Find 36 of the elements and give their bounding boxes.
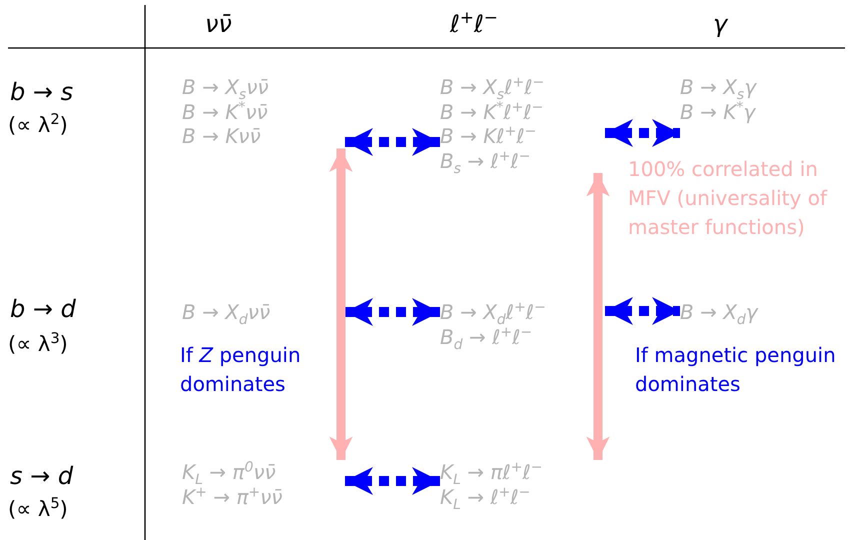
decay-formula: B → K$^{*}$ℓ$^{+}$ℓ$^{−}$ [440,100,544,124]
double-arrow [586,173,610,460]
decay-formula: K$_{L}$ → π$^{0}$νν̄ [182,460,277,484]
decay-formula: B → X$_{d}$νν̄ [182,300,272,324]
double-arrow [605,119,680,147]
decay-formula: K$_{L}$ → πℓ$^{+}$ℓ$^{−}$ [440,460,544,484]
decay-formula: B → K$^{*}$γ [680,100,757,124]
double-arrow [345,298,440,326]
double-arrow [345,467,440,495]
row-header: b → d [10,295,76,323]
decay-formula: B → Kℓ$^{+}$ℓ$^{−}$ [440,124,538,148]
decay-formula: B → X$_{s}$ℓ$^{+}$ℓ$^{−}$ [440,75,546,100]
double-arrow [605,297,680,325]
decay-formula: B → X$_{d}$ℓ$^{+}$ℓ$^{−}$ [440,300,547,324]
decay-formula: B$_{s}$ → ℓ$^{+}$ℓ$^{−}$ [440,148,532,173]
row-header: s → d [10,462,74,490]
column-header: ℓ$^{+}$ℓ$^{−}$ [450,10,498,38]
annotation-note: If Z penguin dominates [180,342,302,398]
decay-formula: B$_{d}$ → ℓ$^{+}$ℓ$^{−}$ [440,324,534,349]
scaling-note: (∝ λ$^{5}$) [8,497,68,521]
column-header: γ [713,10,728,38]
decay-formula: K$^{+}$ → π$^{+}$νν̄ [182,484,284,509]
row-header: b → s [10,78,74,106]
decay-formula: B → K$^{*}$νν̄ [182,100,269,124]
column-header: νν̄ [205,10,232,38]
annotation-note: If magnetic penguin dominates [635,342,837,398]
decay-formula: B → X$_{d}$γ [680,300,760,324]
decay-formula: K$_{L}$ → ℓ$^{+}$ℓ$^{−}$ [440,484,532,509]
scaling-note: (∝ λ$^{2}$) [8,113,68,137]
decay-formula: B → X$_{s}$γ [680,75,758,100]
decay-formula: B → X$_{s}$νν̄ [182,75,270,100]
decay-formula: B → Kνν̄ [182,124,262,148]
double-arrow [345,128,440,156]
double-arrow [329,148,353,460]
annotation-note: 100% correlated in MFV (universality of master functions) [628,156,828,241]
scaling-note: (∝ λ$^{3}$) [8,332,68,356]
